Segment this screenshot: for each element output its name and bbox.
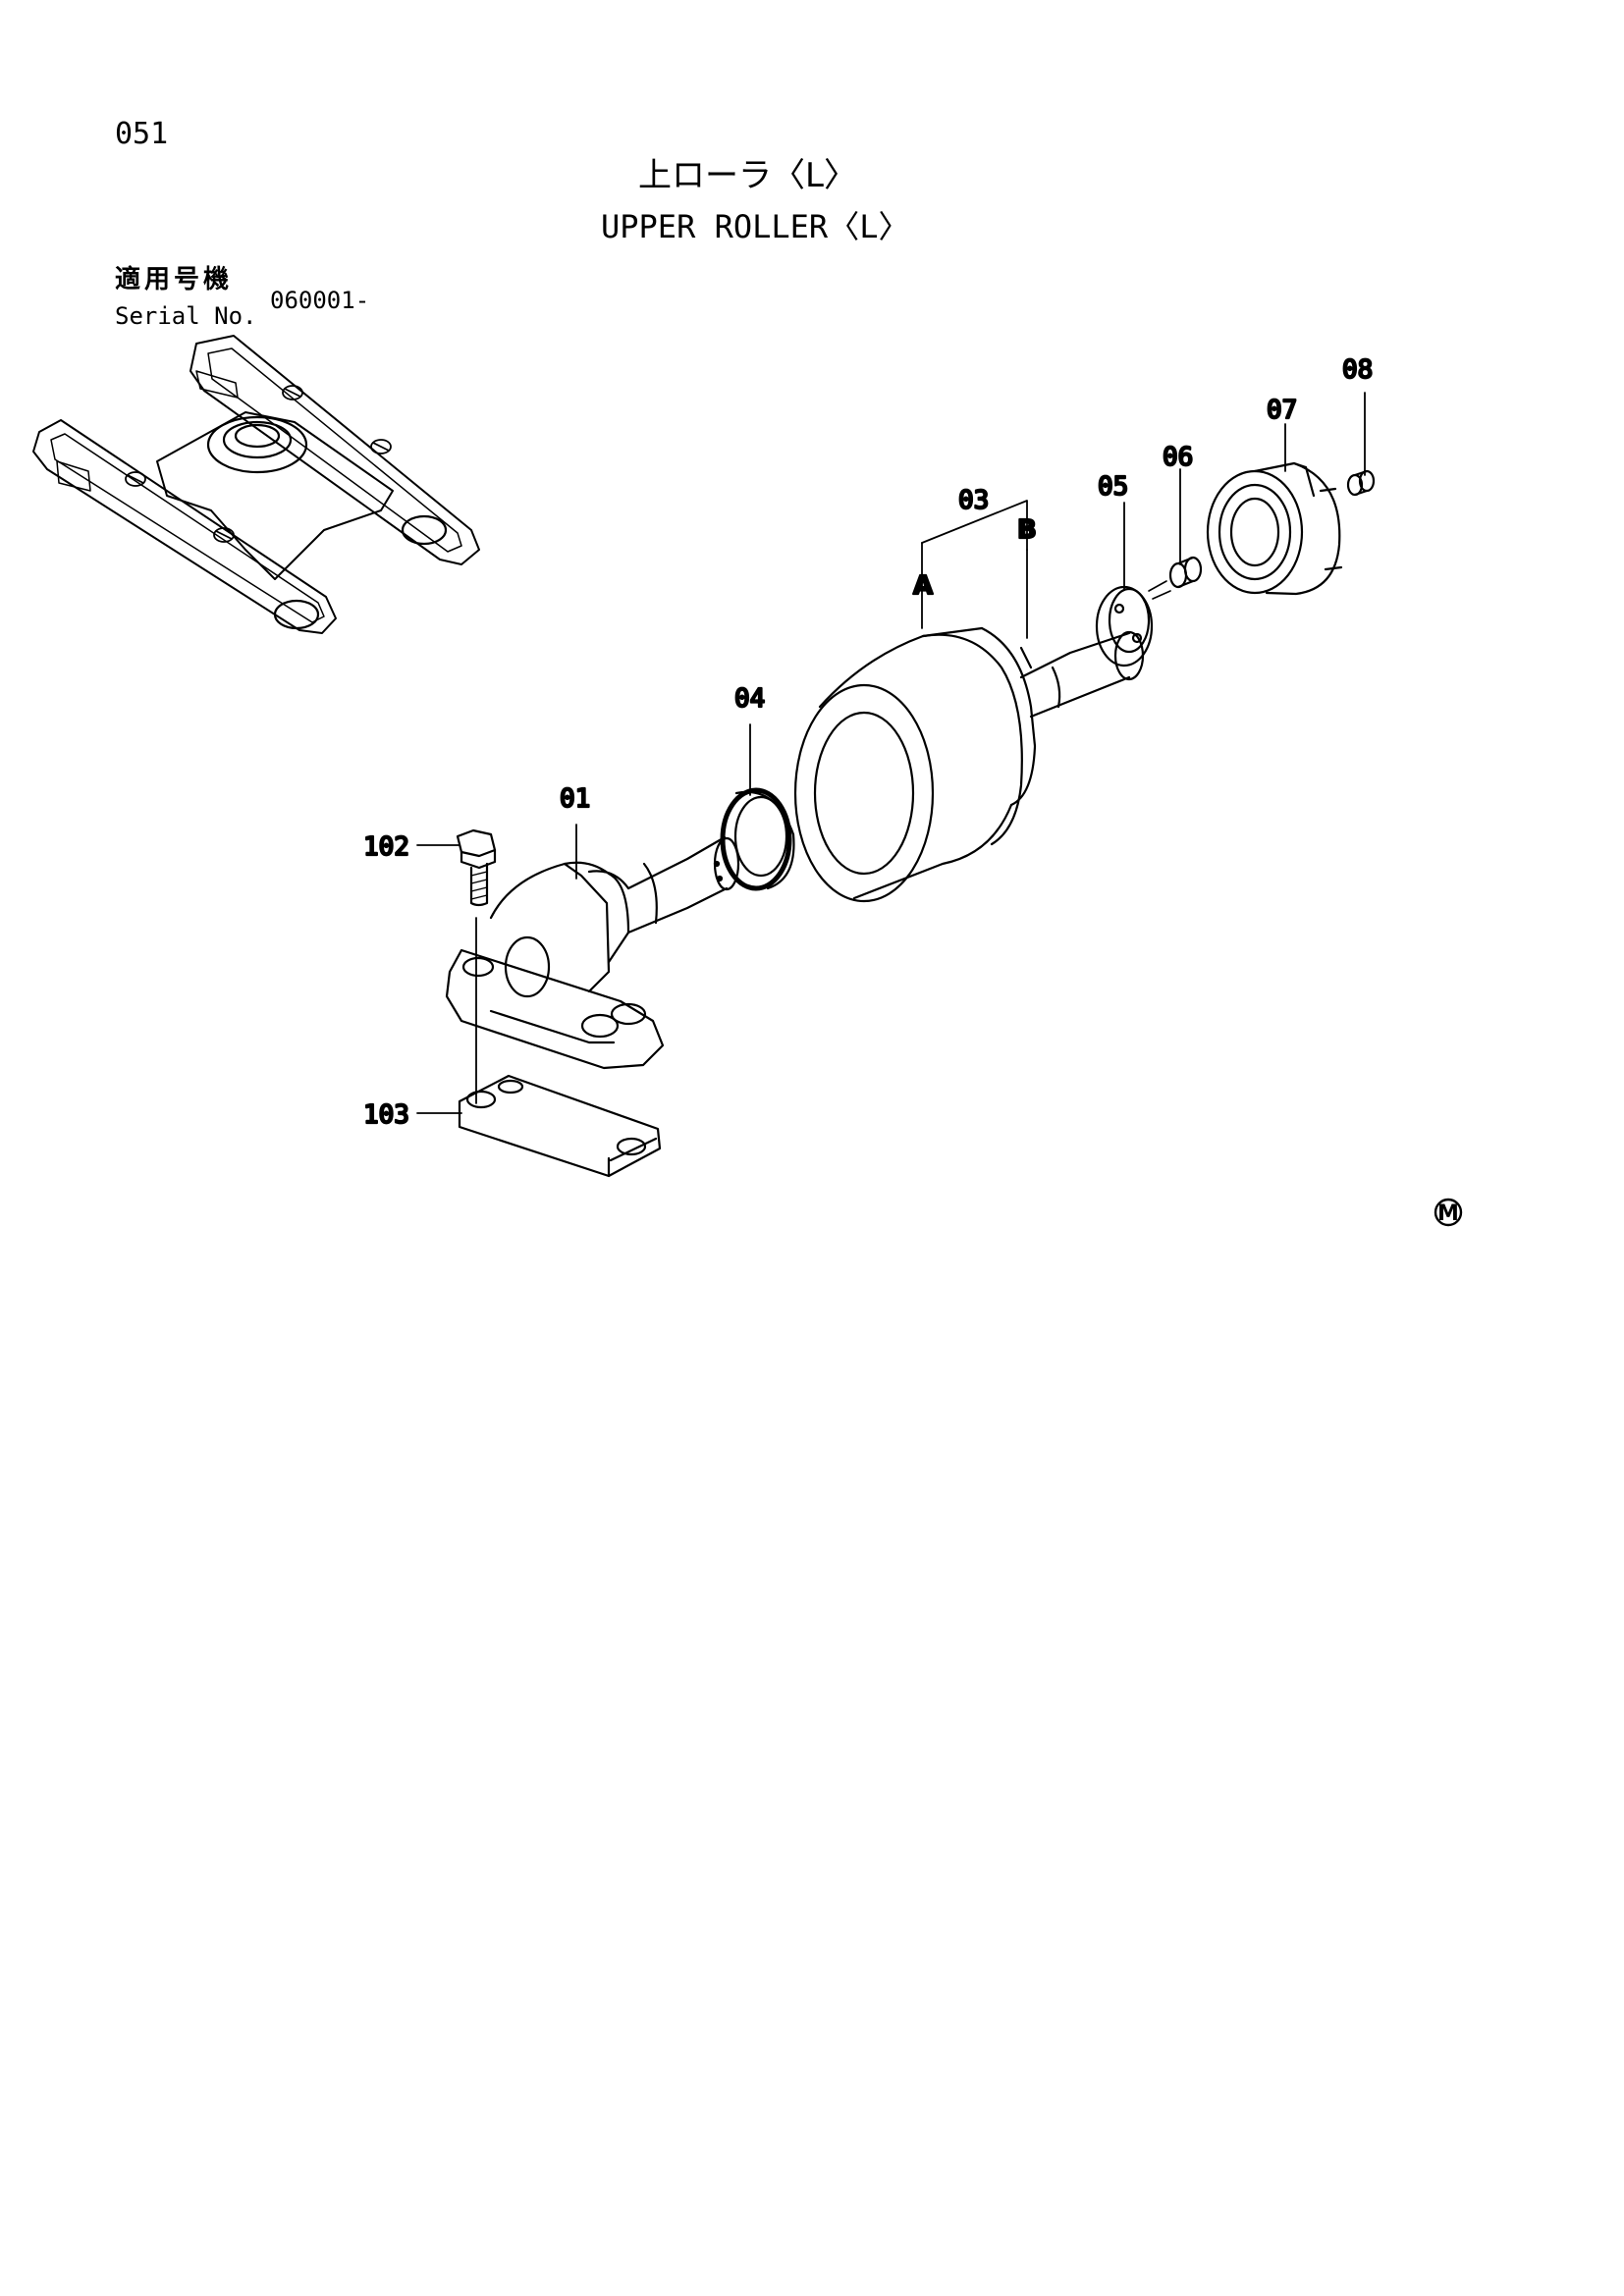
callout-04: 04	[734, 684, 765, 714]
part-06-screw	[1148, 556, 1203, 600]
part-01-bracket-shaft	[445, 835, 740, 1070]
part-03-roller	[793, 626, 1145, 903]
page-title-japanese: 上ローラ〈L〉	[638, 156, 857, 195]
callout-05: 05	[1098, 472, 1128, 502]
serial-label-english: Serial No.	[115, 302, 257, 330]
part-04-seal	[720, 787, 795, 891]
track-frame-inset	[32, 335, 480, 634]
part-05-thrust-plate	[1095, 585, 1154, 667]
serial-label-japanese: 適用号機	[115, 265, 234, 294]
callout-103: 103	[363, 1100, 409, 1130]
part-07-cover	[1206, 461, 1343, 596]
part-103-plate	[458, 1074, 662, 1178]
callout-03: 03	[958, 486, 989, 515]
leader-lines	[416, 392, 1366, 1114]
page-title-english: UPPER ROLLER〈L〉	[601, 208, 910, 245]
callout-102: 102	[363, 832, 409, 862]
part-08-plug	[1346, 469, 1376, 497]
m-mark: M	[1434, 1198, 1463, 1227]
callout-B: B	[1017, 515, 1037, 545]
callout-01: 01	[560, 784, 590, 814]
page-number: 051	[115, 117, 169, 151]
serial-number-value: 060001-	[270, 287, 370, 314]
callout-07: 07	[1267, 396, 1297, 425]
callout-06: 06	[1163, 443, 1193, 472]
part-102-bolt	[456, 828, 497, 907]
callout-A: A	[913, 571, 933, 601]
m-mark-letter: M	[1437, 1201, 1459, 1226]
callout-08: 08	[1342, 355, 1373, 385]
